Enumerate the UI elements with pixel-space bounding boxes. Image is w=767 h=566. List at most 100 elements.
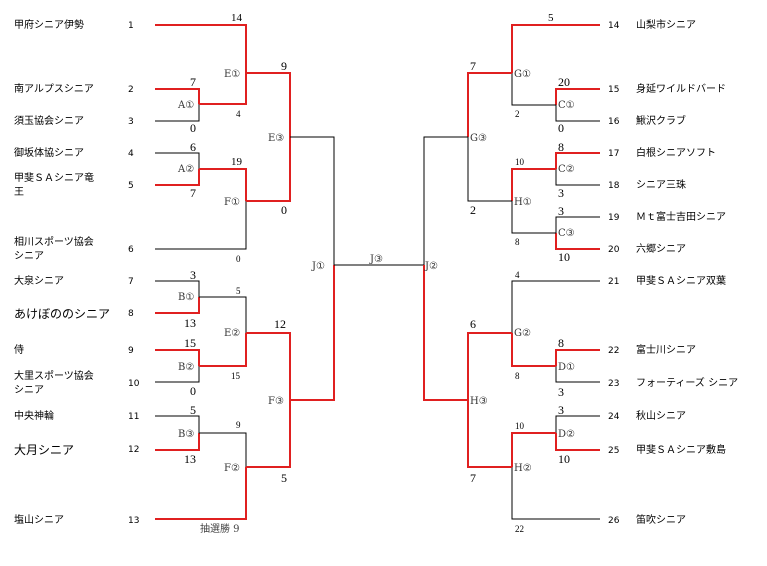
team-name: あけぼののシニア: [14, 307, 110, 321]
match-label: J③: [369, 254, 383, 265]
match-label: G③: [470, 133, 487, 144]
bracket-line: [290, 136, 335, 265]
score: 4: [236, 109, 241, 119]
team-name: 須玉協会シニア: [14, 114, 84, 127]
team-seed: 17: [608, 149, 619, 159]
team-name: 笛吹シニア: [636, 513, 686, 526]
match-label: F①: [224, 197, 240, 208]
match-label: E②: [224, 328, 240, 339]
score: 8: [558, 336, 564, 350]
score: 15: [231, 371, 241, 381]
team-name: 甲斐ＳＡシニア敷島: [636, 443, 726, 456]
bracket-line: [155, 415, 200, 433]
team-name: 御坂体協シニア: [14, 146, 84, 159]
score: 0: [558, 121, 564, 135]
bracket-line: [199, 73, 247, 105]
bracket-line: [199, 333, 247, 367]
score: 0: [190, 121, 196, 135]
score: 5: [281, 471, 287, 485]
bracket-line: [555, 415, 600, 433]
score: 3: [558, 204, 564, 218]
team-seed: 3: [128, 117, 134, 127]
bracket-line: [246, 400, 291, 468]
bracket-line: [246, 332, 291, 400]
bracket-line: [511, 73, 556, 106]
team-name: Ｍｔ富士吉田シニア: [636, 210, 726, 223]
bracket-line: [555, 366, 600, 383]
score: 13: [184, 452, 196, 466]
score: 5: [548, 12, 554, 24]
match-label: B②: [178, 362, 194, 373]
team-name: 六郷シニア: [636, 243, 686, 255]
score: 6: [470, 317, 476, 331]
score: 7: [470, 59, 476, 73]
score: 13: [184, 316, 196, 330]
bracket-line: [467, 332, 512, 400]
score: 10: [515, 421, 525, 431]
score: 7: [190, 186, 196, 200]
bracket-line: [511, 467, 600, 520]
score: 9: [236, 420, 241, 430]
team-seed: 25: [608, 446, 619, 456]
bracket-line: [155, 88, 200, 104]
team-name: 甲斐ＳＡシニア竜: [14, 171, 94, 184]
team-seed: 7: [128, 277, 134, 287]
score: 22: [515, 524, 524, 534]
score: 7: [190, 75, 196, 89]
team-seed: 26: [608, 516, 620, 526]
match-label: H③: [470, 396, 488, 407]
team-name: 南アルプスシニア: [14, 82, 94, 95]
team-seed: 9: [128, 346, 134, 356]
bracket-line: [155, 152, 200, 169]
team-name: 相川スポーツ協会: [14, 235, 94, 248]
bracket-line: [155, 280, 200, 297]
bracket-line: [555, 433, 600, 451]
bracket-line: [555, 88, 600, 105]
bracket-line: [511, 280, 600, 333]
team-seed: 15: [608, 85, 619, 95]
score: 3: [558, 403, 564, 417]
bracket-line: [423, 265, 468, 401]
right-bracket-lines: [423, 24, 600, 520]
score: 14: [231, 12, 243, 24]
team-seed: 24: [608, 412, 620, 422]
score: 8: [515, 371, 520, 381]
bracket-line: [511, 24, 600, 73]
match-label: E③: [268, 133, 284, 144]
match-label: J②: [424, 261, 438, 272]
team-name: 大泉シニア: [14, 274, 64, 287]
match-label: G①: [514, 69, 531, 80]
left-team-list: 甲府シニア伊勢 1 南アルプスシニア 2 須玉協会シニア 3 御坂体協シニア 4…: [14, 18, 140, 526]
left-bracket-lines: [155, 24, 424, 520]
match-label: J①: [311, 261, 325, 272]
bracket-line: [511, 333, 556, 367]
score: 0: [281, 203, 287, 217]
score: 20: [558, 75, 570, 89]
team-name: 秋山シニア: [636, 409, 686, 422]
bracket-line: [511, 201, 556, 234]
bracket-line: [467, 400, 512, 468]
bracket-line: [555, 169, 600, 186]
team-name: 鰍沢クラブ: [636, 114, 686, 127]
team-seed: 18: [608, 181, 620, 191]
bracket-line: [199, 296, 247, 333]
score: 10: [515, 157, 525, 167]
match-label: H②: [514, 463, 532, 474]
team-seed: 12: [128, 445, 139, 455]
bracket-line: [555, 216, 600, 233]
match-label: C①: [558, 100, 575, 111]
bracket-line: [511, 168, 556, 201]
team-seed: 14: [608, 21, 620, 31]
match-labels: A① A② E① F① E③ B① B② B③ E② F② F③ J① J③ J…: [177, 69, 575, 474]
team-name: 山梨市シニア: [636, 18, 696, 31]
bracket-line: [511, 432, 556, 467]
bracket-line: [155, 297, 200, 314]
team-seed: 11: [128, 412, 139, 422]
match-label: H①: [514, 197, 532, 208]
bracket-line: [199, 168, 247, 201]
bracket-line: [155, 104, 200, 122]
lottery-note: 抽選勝 9: [200, 522, 240, 535]
bracket-line: [155, 169, 200, 186]
left-scores: 14 7 0 4 9 6 7 19 0 0 3 5 13 12 15 15 0 …: [184, 12, 287, 535]
score: 15: [184, 336, 196, 350]
